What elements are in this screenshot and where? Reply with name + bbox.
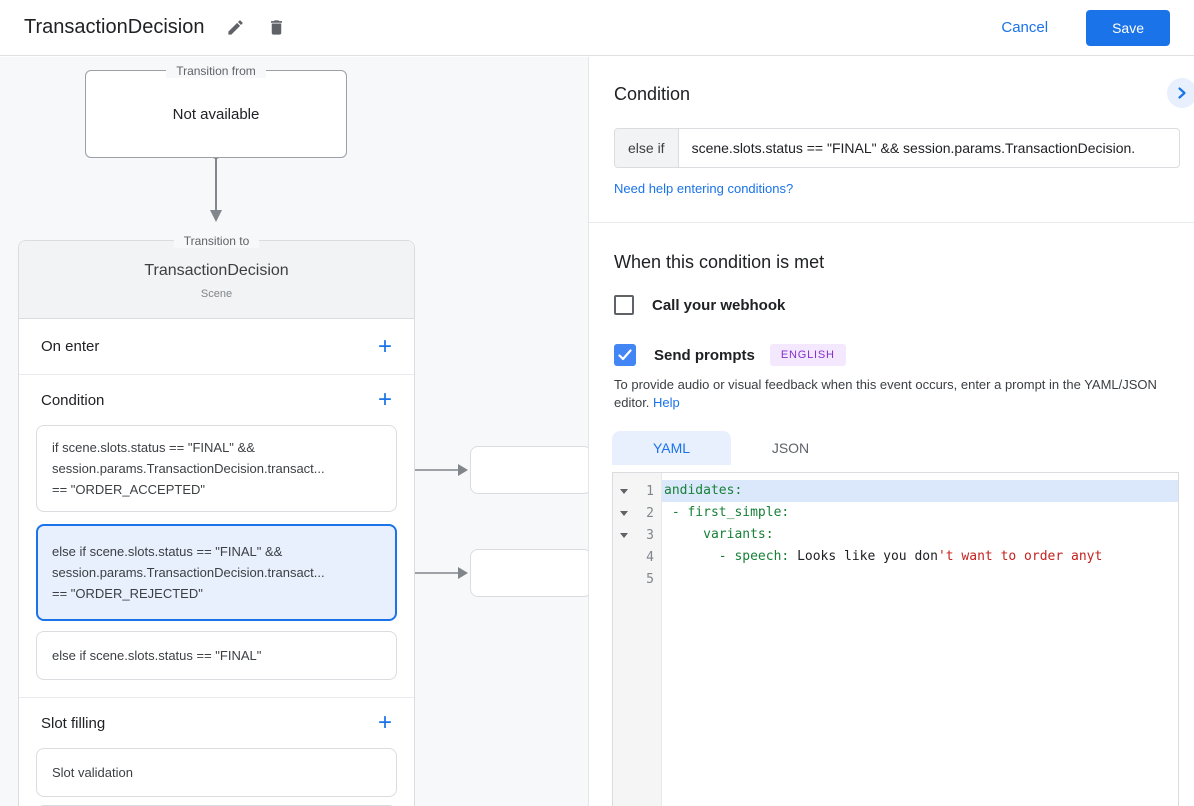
section-divider <box>19 697 414 698</box>
call-webhook-label: Call your webhook <box>652 296 786 314</box>
line-number: 5 <box>646 571 654 587</box>
condition-card-final[interactable]: else if scene.slots.status == "FINAL" <box>36 631 397 680</box>
condition-card-order-accepted[interactable]: if scene.slots.status == "FINAL" && sess… <box>36 425 397 512</box>
send-prompts-label: Send prompts <box>654 346 755 364</box>
tab-yaml[interactable]: YAML <box>612 431 731 465</box>
cancel-button[interactable]: Cancel <box>1001 19 1049 36</box>
trash-icon <box>271 20 283 35</box>
condition-section-header: Condition + <box>19 375 414 425</box>
transition-from-legend: Transition from <box>86 62 346 80</box>
line-number: 3 <box>646 527 654 543</box>
webhook-row: Call your webhook <box>614 295 785 315</box>
code-line[interactable]: - first_simple: <box>664 505 790 520</box>
on-enter-section: On enter + <box>19 319 414 375</box>
panel-title: Condition <box>614 84 691 104</box>
code-line[interactable]: - speech: Looks like you don't want to o… <box>664 549 1103 564</box>
gutter-row: 3 <box>613 524 661 546</box>
condition-expression-input[interactable]: scene.slots.status == "FINAL" && session… <box>691 140 1136 156</box>
when-condition-heading: When this condition is met <box>614 252 825 272</box>
add-condition-button[interactable]: + <box>377 386 392 413</box>
collapse-panel-button[interactable] <box>1167 78 1194 108</box>
condition-label: Condition <box>41 391 105 409</box>
line-number: 4 <box>646 549 654 565</box>
edit-button[interactable] <box>226 18 245 37</box>
condition-detail-panel: Condition else if scene.slots.status == … <box>588 57 1194 806</box>
code-line[interactable] <box>662 568 1178 590</box>
editor-code-area[interactable]: andidates: - first_simple: variants: - s… <box>662 473 1178 806</box>
yaml-code-editor[interactable]: 1 2 3 4 5 andidates: - first_simple: variant… <box>612 472 1179 806</box>
slot-validation-card[interactable]: Slot validation <box>36 748 397 797</box>
delete-button[interactable] <box>267 18 286 37</box>
condition-help-link[interactable]: Need help entering conditions? <box>614 181 794 196</box>
tab-json[interactable]: JSON <box>771 440 810 456</box>
editor-gutter: 1 2 3 4 5 <box>613 473 662 806</box>
scene-diagram-canvas: Transition from Not available Transition… <box>0 57 588 806</box>
fold-arrow-icon[interactable] <box>613 488 628 494</box>
transition-to-legend: Transition to <box>19 232 414 250</box>
scene-card-header: TransactionDecision Scene <box>19 241 414 319</box>
scene-name: TransactionDecision <box>144 262 289 279</box>
editor-tabs: YAML JSON <box>612 431 850 465</box>
chevron-right-icon <box>1178 87 1186 99</box>
send-prompts-row: Send prompts ENGLISH <box>614 344 846 366</box>
gutter-row: 5 <box>613 568 661 590</box>
gutter-row: 2 <box>613 502 661 524</box>
on-enter-label: On enter <box>41 338 100 355</box>
condition-card-order-rejected-selected[interactable]: else if scene.slots.status == "FINAL" &&… <box>36 524 397 621</box>
transition-from-content: Not available <box>172 105 260 123</box>
slot-filling-label: Slot filling <box>41 714 106 732</box>
scene-subtitle: Scene <box>200 288 233 300</box>
save-button[interactable]: Save <box>1086 9 1170 46</box>
top-bar: TransactionDecision Cancel Save <box>0 0 1194 56</box>
language-badge: ENGLISH <box>769 344 846 366</box>
transition-target-box-2[interactable] <box>470 549 588 597</box>
pencil-icon <box>228 20 244 35</box>
gutter-row: 4 <box>613 546 661 568</box>
panel-divider <box>589 222 1194 223</box>
slot-filling-section-header: Slot filling + <box>19 698 414 748</box>
gutter-row: 1 <box>613 480 661 502</box>
condition-prefix: else if <box>615 129 679 167</box>
call-webhook-checkbox[interactable] <box>614 295 634 315</box>
scene-card: Transition to TransactionDecision Scene … <box>18 234 415 806</box>
add-on-enter-button[interactable]: + <box>377 332 392 360</box>
check-icon <box>618 349 632 361</box>
code-line[interactable]: variants: <box>664 527 774 542</box>
fold-arrow-icon[interactable] <box>613 510 628 516</box>
prompt-description: To provide audio or visual feedback when… <box>614 377 1157 410</box>
line-number: 2 <box>646 505 654 521</box>
condition-expression-group: else if scene.slots.status == "FINAL" &&… <box>614 128 1180 168</box>
add-slot-button[interactable]: + <box>377 709 392 736</box>
transition-from-box: Transition from Not available <box>85 64 347 158</box>
help-link[interactable]: Help <box>653 395 680 410</box>
line-number: 1 <box>646 483 654 499</box>
fold-arrow-icon[interactable] <box>613 532 628 538</box>
page-title: TransactionDecision <box>24 16 205 38</box>
code-line[interactable]: andidates: <box>662 480 1178 502</box>
send-prompts-checkbox[interactable] <box>614 344 636 366</box>
transition-target-box-1[interactable] <box>470 446 588 494</box>
